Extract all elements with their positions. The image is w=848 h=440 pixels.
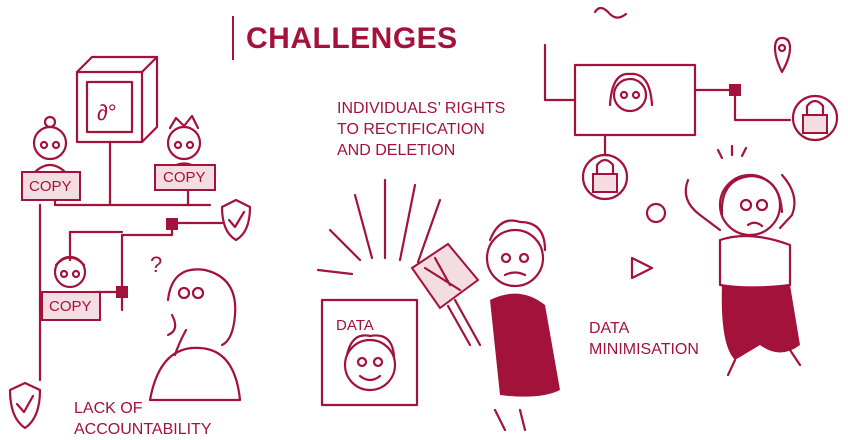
person-copy-2 [154, 114, 216, 191]
padlock-icon [791, 94, 839, 142]
node-square [166, 218, 178, 230]
accountability-label-line: LACK OF [74, 400, 143, 417]
copy-label: COPY [29, 178, 72, 195]
scared-woman-icon [684, 144, 802, 377]
shield-check-icon [8, 381, 42, 430]
safe-box-icon: ∂° [75, 55, 159, 144]
padlock-icon [581, 153, 629, 201]
person-copy-1 [21, 115, 81, 201]
burst-lines [316, 178, 442, 276]
page-title: CHALLENGES [246, 22, 458, 55]
copy-label: COPY [163, 169, 206, 186]
rights-label-line: INDIVIDUALS’ RIGHTS [337, 100, 506, 117]
accountability-label: LACK OF ACCOUNTABILITY [74, 398, 212, 440]
node-square [729, 84, 741, 96]
angry-person-icon [485, 219, 560, 432]
title-divider [232, 16, 234, 60]
rights-label: INDIVIDUALS’ RIGHTS TO RECTIFICATION AND… [337, 98, 505, 161]
data-box [320, 298, 419, 407]
node-square [116, 286, 128, 298]
rights-label-line: AND DELETION [337, 142, 456, 159]
person-copy-3 [41, 255, 101, 321]
svg-text:?: ? [150, 252, 162, 277]
thinking-woman-icon: ? [148, 252, 242, 402]
hammer-icon [410, 242, 482, 347]
data-box-label: DATA [336, 317, 374, 334]
squiggle-icon [593, 6, 628, 19]
minimisation-label: DATA MINIMISATION [589, 318, 699, 360]
triangle-shape-icon [630, 256, 654, 280]
shield-check-icon [220, 198, 252, 242]
location-pin-icon [773, 36, 792, 74]
rights-label-line: TO RECTIFICATION [337, 121, 485, 138]
svg-text:∂°: ∂° [97, 100, 117, 125]
minimisation-label-line: MINIMISATION [589, 341, 699, 358]
circle-shape-icon [645, 202, 667, 224]
profile-window-icon [543, 43, 792, 157]
accountability-label-line: ACCOUNTABILITY [74, 421, 212, 438]
copy-label: COPY [49, 298, 92, 315]
minimisation-label-line: DATA [589, 320, 630, 337]
